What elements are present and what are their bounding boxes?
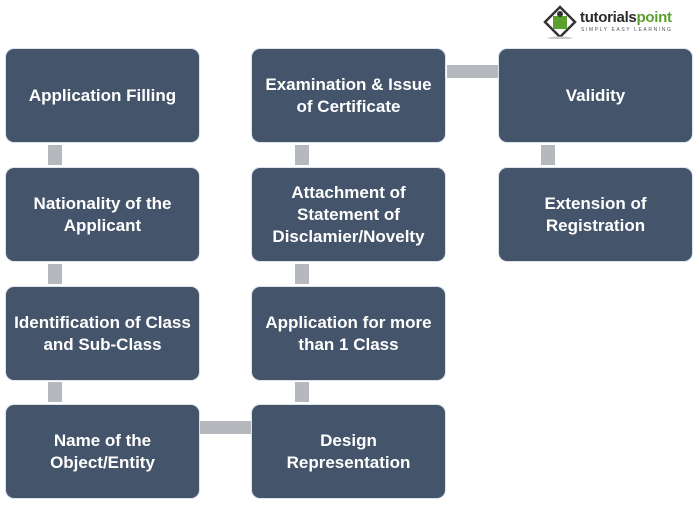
step-application-filling: Application Filling	[6, 49, 199, 142]
step-label: Validity	[565, 85, 626, 105]
step-label: Examination & Issue of Certificate	[265, 74, 432, 116]
step-identification-class: Identification of Class and Sub-Class	[6, 287, 199, 380]
connector	[48, 264, 62, 284]
step-label: Design Representation	[286, 430, 411, 472]
tutorialspoint-logo: tutorialspoint SIMPLY EASY LEARNING	[542, 5, 692, 40]
step-label: Attachment of Statement of Disclamier/No…	[272, 182, 425, 246]
step-multi-class: Application for more than 1 Class	[252, 287, 445, 380]
step-name-object: Name of the Object/Entity	[6, 405, 199, 498]
connector	[447, 65, 498, 78]
step-extension: Extension of Registration	[499, 168, 692, 261]
connector	[541, 145, 555, 165]
connector	[48, 382, 62, 402]
step-label: Application for more than 1 Class	[265, 312, 432, 354]
step-design-representation: Design Representation	[252, 405, 445, 498]
logo-icon	[543, 5, 577, 40]
step-nationality: Nationality of the Applicant	[6, 168, 199, 261]
connector	[295, 145, 309, 165]
step-label: Name of the Object/Entity	[50, 430, 155, 472]
step-label: Extension of Registration	[544, 193, 647, 235]
logo-tagline: SIMPLY EASY LEARNING	[581, 27, 673, 33]
step-label: Application Filling	[28, 85, 177, 105]
logo-text: tutorialspoint	[580, 9, 672, 26]
step-validity: Validity	[499, 49, 692, 142]
connector	[295, 264, 309, 284]
step-examination: Examination & Issue of Certificate	[252, 49, 445, 142]
step-label: Nationality of the Applicant	[33, 193, 172, 235]
step-disclaimer: Attachment of Statement of Disclamier/No…	[252, 168, 445, 261]
connector	[200, 421, 251, 434]
connector	[295, 382, 309, 402]
connector	[48, 145, 62, 165]
step-label: Identification of Class and Sub-Class	[14, 312, 191, 354]
